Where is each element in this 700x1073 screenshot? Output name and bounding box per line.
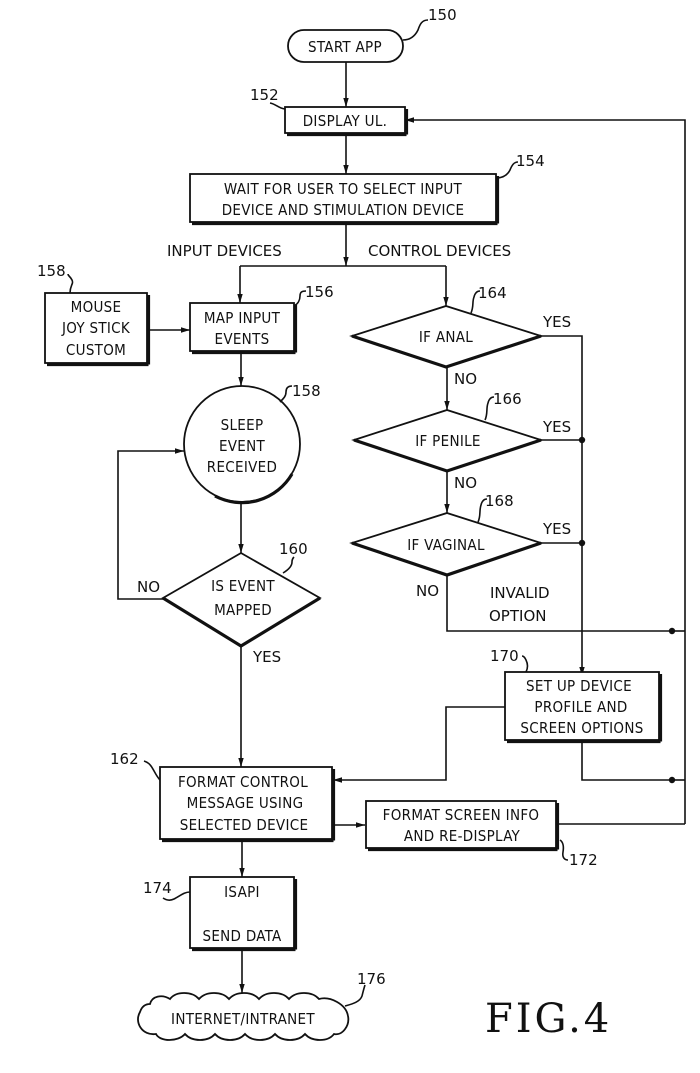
setup-line-1: SET UP DEVICE	[526, 677, 632, 695]
vaginal-yes-label: YES	[542, 520, 571, 538]
svg-text:154: 154	[516, 152, 545, 170]
svg-text:150: 150	[428, 6, 457, 24]
svg-text:172: 172	[569, 851, 598, 869]
edge-vaginal-no-invalid	[446, 575, 672, 632]
ref-174: 174	[143, 879, 191, 901]
input-devices-label: INPUT DEVICES	[167, 242, 282, 260]
mapped-line-1: IS EVENT	[211, 577, 275, 595]
edge-return-to-display	[405, 117, 686, 820]
junction-dot	[578, 539, 586, 547]
send-data-label: SEND DATA	[202, 927, 282, 945]
ref-166: 166	[484, 390, 522, 421]
sleep-line-2: EVENT	[219, 437, 266, 455]
junction-dot	[578, 436, 586, 444]
map-input-line-2: EVENTS	[215, 330, 270, 348]
ref-152: 152	[250, 86, 286, 110]
svg-text:170: 170	[490, 647, 519, 665]
anal-no-label: NO	[454, 370, 477, 388]
mapped-yes-label: YES	[252, 648, 281, 666]
internet-cloud: INTERNET/INTRANET	[137, 992, 350, 1041]
ref-164: 164	[470, 284, 507, 314]
edge-setup-to-format-control	[333, 706, 505, 783]
invalid-option-line-1: INVALID	[490, 584, 550, 602]
penile-yes-label: YES	[542, 418, 571, 436]
if-penile-label: IF PENILE	[415, 432, 481, 450]
ref-158-circle: 158	[279, 382, 321, 403]
mapped-no-label: NO	[137, 578, 160, 596]
edge-setup-to-return	[581, 741, 672, 781]
display-ui-box: DISPLAY UL.	[284, 106, 409, 137]
control-devices-label: CONTROL DEVICES	[368, 242, 511, 260]
svg-text:166: 166	[493, 390, 522, 408]
display-ui-label: DISPLAY UL.	[303, 112, 388, 130]
map-input-events-box: MAP INPUT EVENTS	[189, 302, 298, 355]
is-event-mapped-decision: IS EVENT MAPPED	[161, 551, 322, 648]
ref-168: 168	[477, 492, 514, 523]
svg-text:164: 164	[478, 284, 507, 302]
format-screen-box: FORMAT SCREEN INFO AND RE-DISPLAY	[365, 800, 560, 852]
input-device-custom: CUSTOM	[66, 341, 126, 359]
setup-line-3: SCREEN OPTIONS	[520, 719, 643, 737]
svg-text:162: 162	[110, 750, 139, 768]
if-penile-decision: IF PENILE	[351, 409, 544, 473]
figure-label: FIG.4	[485, 996, 612, 1042]
mapped-line-2: MAPPED	[214, 601, 272, 619]
format-control-line-3: SELECTED DEVICE	[180, 816, 309, 834]
start-app-terminal: START APP	[287, 29, 404, 63]
wait-select-line-2: DEVICE AND STIMULATION DEVICE	[222, 201, 465, 219]
ref-170: 170	[490, 647, 529, 673]
ref-150: 150	[402, 6, 457, 41]
start-app-label: START APP	[308, 38, 382, 56]
ref-172: 172	[559, 839, 598, 869]
input-device-list-box: MOUSE JOY STICK CUSTOM	[44, 292, 151, 367]
anal-yes-label: YES	[542, 313, 571, 331]
format-control-box: FORMAT CONTROL MESSAGE USING SELECTED DE…	[159, 766, 336, 843]
wait-select-box: WAIT FOR USER TO SELECT INPUT DEVICE AND…	[189, 173, 500, 226]
format-screen-line-2: AND RE-DISPLAY	[404, 827, 521, 845]
svg-text:174: 174	[143, 879, 172, 897]
format-control-line-1: FORMAT CONTROL	[178, 773, 308, 791]
ref-160: 160	[279, 540, 308, 574]
format-control-line-2: MESSAGE USING	[187, 794, 304, 812]
internet-label: INTERNET/INTRANET	[171, 1010, 315, 1028]
if-vaginal-decision: IF VAGINAL	[349, 512, 544, 577]
ref-162: 162	[110, 750, 161, 781]
ref-176: 176	[344, 970, 386, 1007]
wait-select-line-1: WAIT FOR USER TO SELECT INPUT	[224, 180, 463, 198]
isapi-box: ISAPI SEND DATA	[189, 876, 298, 952]
edge-anal-yes	[541, 335, 585, 676]
vaginal-no-label: NO	[416, 582, 439, 600]
svg-text:152: 152	[250, 86, 279, 104]
isapi-label: ISAPI	[224, 883, 260, 901]
if-vaginal-label: IF VAGINAL	[407, 536, 485, 554]
setup-line-2: PROFILE AND	[534, 698, 627, 716]
input-device-mouse: MOUSE	[71, 298, 122, 316]
invalid-option-line-2: OPTION	[489, 607, 546, 625]
setup-device-box: SET UP DEVICE PROFILE AND SCREEN OPTIONS	[504, 671, 663, 744]
svg-text:176: 176	[357, 970, 386, 988]
edge-mapped-no-loop	[117, 448, 184, 600]
if-anal-label: IF ANAL	[419, 328, 473, 346]
sleep-line-3: RECEIVED	[207, 458, 277, 476]
if-anal-decision: IF ANAL	[349, 305, 544, 369]
svg-text:158: 158	[37, 262, 66, 280]
svg-text:156: 156	[305, 283, 334, 301]
sleep-event-circle: SLEEP EVENT RECEIVED	[183, 385, 301, 505]
input-device-joystick: JOY STICK	[61, 319, 131, 337]
ref-158-list: 158	[37, 262, 74, 294]
sleep-line-1: SLEEP	[221, 416, 264, 434]
map-input-line-1: MAP INPUT	[204, 309, 281, 327]
ref-156: 156	[293, 283, 334, 307]
penile-no-label: NO	[454, 474, 477, 492]
format-screen-line-1: FORMAT SCREEN INFO	[383, 806, 540, 824]
svg-text:168: 168	[485, 492, 514, 510]
svg-text:158: 158	[292, 382, 321, 400]
ref-154: 154	[495, 152, 545, 179]
svg-text:160: 160	[279, 540, 308, 558]
